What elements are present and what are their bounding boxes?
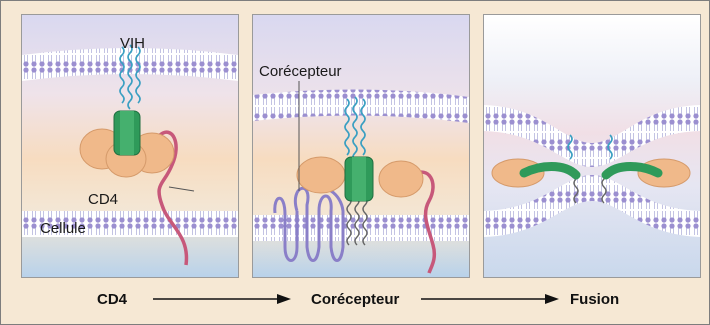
panel-cd4-illustration bbox=[22, 15, 238, 277]
arrow-right-icon bbox=[419, 292, 561, 306]
stage-label-cd4: CD4 bbox=[97, 291, 127, 308]
panel-coreceptor-illustration bbox=[253, 15, 469, 277]
cd4-label: CD4 bbox=[88, 191, 118, 208]
panel-coreceptor-binding: Corécepteur bbox=[252, 14, 470, 278]
gp120-lobe-right bbox=[379, 161, 423, 197]
stage-label-fusion: Fusion bbox=[570, 291, 619, 308]
panel-fusion bbox=[483, 14, 701, 278]
arrow-right-icon bbox=[151, 292, 293, 306]
virus-label: VIH bbox=[120, 35, 145, 52]
cell-label: Cellule bbox=[40, 220, 86, 237]
panel-cd4-binding: VIH CD4 Cellule bbox=[21, 14, 239, 278]
panel-fusion-illustration bbox=[484, 15, 700, 277]
stage-label-coreceptor: Corécepteur bbox=[311, 291, 399, 308]
gp120-lobe-left bbox=[297, 157, 345, 193]
coreceptor-label: Corécepteur bbox=[259, 63, 342, 80]
